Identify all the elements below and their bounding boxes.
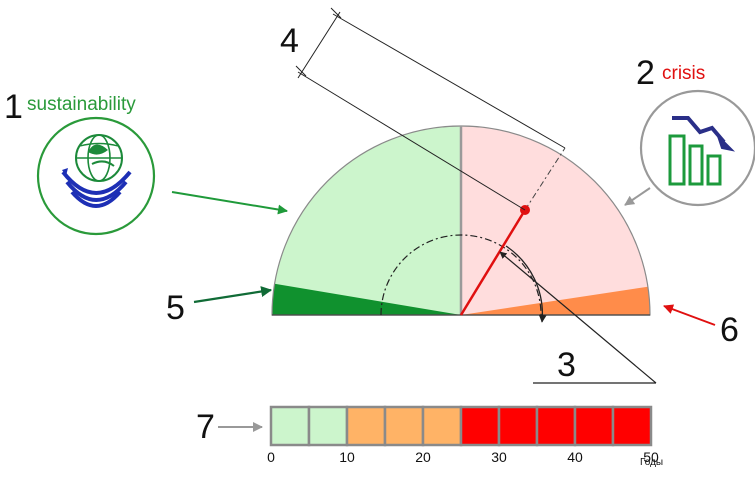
orange-sector xyxy=(461,286,650,315)
scale-cell xyxy=(345,405,387,447)
semicircle-gauge xyxy=(271,125,651,316)
dimension-lines xyxy=(295,7,566,211)
crisis-chart-icon xyxy=(639,89,755,207)
arrow-6-to-orange-sector xyxy=(663,304,716,326)
label-2: 2 xyxy=(636,54,655,92)
arrow-2-to-gauge xyxy=(624,187,651,206)
sustainability-half xyxy=(272,126,461,315)
needle-dashdot-extension xyxy=(524,147,566,211)
scale-tick-label: 10 xyxy=(339,449,355,465)
scale-cell xyxy=(383,405,425,447)
scale-cell xyxy=(459,405,501,447)
label-6: 6 xyxy=(720,311,739,349)
scale-cell xyxy=(535,405,577,447)
dark-green-sector xyxy=(272,283,461,315)
scale-tick-label: 40 xyxy=(567,449,583,465)
needle xyxy=(459,209,527,316)
scale-cell xyxy=(573,405,615,447)
label-4: 4 xyxy=(280,22,299,60)
sustainability-word: sustainability xyxy=(27,94,136,115)
scale-cell xyxy=(497,405,539,447)
label-3: 3 xyxy=(557,346,576,384)
arrow-5-to-green-sector xyxy=(193,286,273,304)
label-1: 1 xyxy=(4,88,23,126)
arrow-1-to-gauge xyxy=(171,191,288,215)
scale-tick-label: 0 xyxy=(267,449,275,465)
scale-cell xyxy=(611,405,653,447)
crisis-word: crisis xyxy=(662,63,705,84)
crisis-half xyxy=(461,126,650,315)
scale-cell xyxy=(269,405,311,447)
scale-tick-label: 20 xyxy=(415,449,431,465)
leader-3 xyxy=(499,251,657,384)
scale-cell xyxy=(307,405,349,447)
label-7: 7 xyxy=(196,408,215,446)
year-scale-bar xyxy=(269,405,653,447)
scale-cell xyxy=(421,405,463,447)
year-scale-ticks: 0 10 20 30 40 50 xyxy=(267,449,659,465)
sustainability-logo-icon xyxy=(36,116,156,236)
angle-arc-arrow xyxy=(505,245,547,323)
label-5: 5 xyxy=(166,289,185,327)
scale-unit-label: Годы xyxy=(640,457,663,468)
scale-tick-label: 30 xyxy=(491,449,507,465)
gauge-outline xyxy=(271,125,651,316)
scale-tick-label: 50 xyxy=(643,449,659,465)
